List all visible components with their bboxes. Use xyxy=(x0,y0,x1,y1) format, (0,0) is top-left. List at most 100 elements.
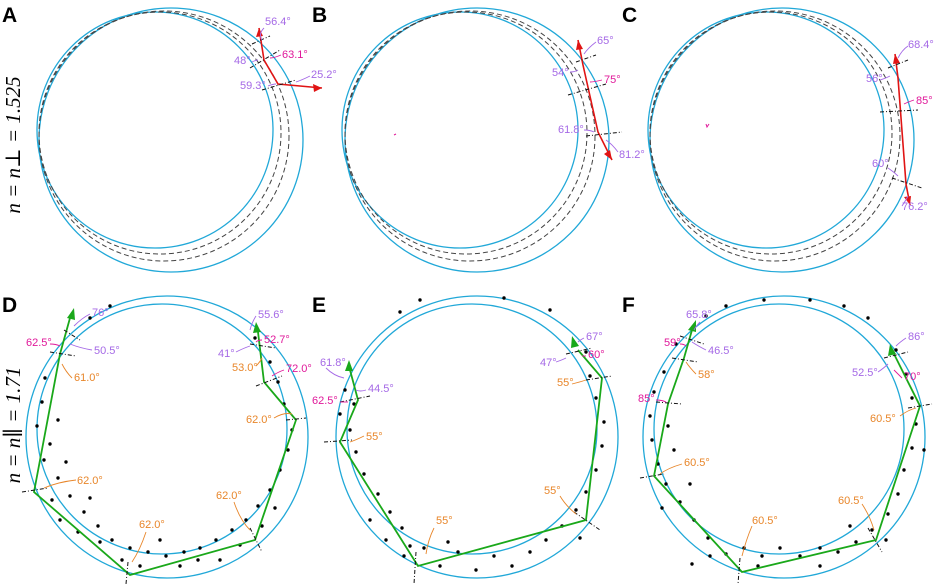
angle-label: 47° xyxy=(540,357,557,369)
angle-label: 50.5° xyxy=(94,345,120,357)
angle-label: 76.2° xyxy=(902,201,928,213)
outer-ring xyxy=(642,295,926,579)
outer-ring xyxy=(25,295,309,579)
normal-line xyxy=(671,357,699,363)
normal-line xyxy=(639,473,665,479)
panel-f: F 65.8° xyxy=(622,294,933,584)
normal-line xyxy=(887,59,909,69)
outer-ring xyxy=(344,7,610,273)
normal-line xyxy=(883,351,909,359)
ray-path xyxy=(33,317,298,576)
normal-line xyxy=(655,401,683,405)
inner-ring xyxy=(653,303,905,555)
ray-arrow xyxy=(67,308,75,320)
ray-arrow xyxy=(904,196,911,205)
panel-label-f: F xyxy=(622,294,635,317)
angle-label: 55° xyxy=(557,377,574,389)
dashed-ring xyxy=(344,11,588,255)
dashed-ring xyxy=(38,11,282,255)
normal-line xyxy=(125,561,129,584)
normal-line xyxy=(891,177,923,189)
panel-label-b: B xyxy=(312,4,327,27)
angle-label: 56° xyxy=(866,73,883,85)
normal-line xyxy=(49,351,77,357)
angle-label: 62.0° xyxy=(216,490,242,502)
inner-ring xyxy=(341,11,579,249)
ray-arrow xyxy=(253,322,261,333)
angle-label: 59° xyxy=(664,337,681,349)
panel-label-c: C xyxy=(622,4,637,27)
angle-label: 81.2° xyxy=(619,149,645,161)
ray-arrow xyxy=(576,40,583,50)
angle-label: 53.0° xyxy=(232,362,258,374)
ray-path xyxy=(653,329,921,573)
angle-label: 62.5° xyxy=(26,337,52,349)
outer-ring xyxy=(38,7,304,273)
ray-arrow xyxy=(571,336,579,348)
angle-label: 61.8° xyxy=(558,124,584,136)
angle-label: 68.4° xyxy=(908,39,934,51)
angle-label: 59.3° xyxy=(240,80,266,92)
panel-e: E 67° 47° 60° 55° xyxy=(312,294,619,584)
angle-label: 60° xyxy=(872,158,889,170)
angle-label: 46.5° xyxy=(708,345,734,357)
normal-line xyxy=(251,35,271,45)
angle-label: 44.5° xyxy=(368,383,394,395)
ray-arrow xyxy=(313,84,322,92)
dots xyxy=(648,298,926,568)
inner-ring xyxy=(647,11,885,249)
angle-label: 86° xyxy=(908,331,925,343)
angle-label: 76° xyxy=(92,307,109,319)
normal-line xyxy=(585,131,623,137)
normal-line xyxy=(679,335,705,345)
normal-line xyxy=(575,54,597,63)
angle-label: 52.5° xyxy=(852,367,878,379)
angle-label: 56.4° xyxy=(265,16,291,28)
angle-label: 75° xyxy=(604,74,621,86)
angle-label: 41° xyxy=(218,348,235,360)
angle-label: 67° xyxy=(586,331,603,343)
panel-label-d: D xyxy=(2,294,17,317)
normal-line xyxy=(339,395,371,403)
angle-label: 60.5° xyxy=(684,457,710,469)
normal-line xyxy=(907,403,933,409)
ray-path xyxy=(338,349,603,568)
angle-label: 52.7° xyxy=(264,334,290,346)
angle-label: 25.2° xyxy=(311,69,337,81)
angle-label: 55° xyxy=(544,485,561,497)
panel-label-e: E xyxy=(312,294,326,317)
angle-label: 61.8° xyxy=(320,357,346,369)
normal-line xyxy=(585,375,613,381)
angle-label: 48° xyxy=(234,55,251,67)
normal-line xyxy=(413,551,417,584)
ray-arrow xyxy=(256,28,263,37)
angle-label: 60.5° xyxy=(752,515,778,527)
angle-label: 58° xyxy=(698,369,715,381)
angle-label: 65.8° xyxy=(686,309,712,321)
inner-ring xyxy=(36,303,288,555)
angle-label: 63.1° xyxy=(282,49,308,61)
angle-label: 55° xyxy=(436,515,453,527)
normal-line xyxy=(21,487,49,493)
ray-arrow xyxy=(893,54,900,64)
row-label-bottom-text: n = n∥ = 1.71 xyxy=(1,367,25,484)
inner-ring xyxy=(346,303,598,555)
panel-a: A 56.4° 63.1° 48° 25.2° 59.3° xyxy=(2,4,337,273)
angle-label: 55° xyxy=(366,431,383,443)
angle-label: 62.5° xyxy=(312,395,338,407)
panel-b: B 65° 54° 75° 61.8° 81.2° xyxy=(312,4,645,273)
panel-label-a: A xyxy=(2,4,17,27)
ray-arrow xyxy=(604,150,612,160)
angle-label: 85° xyxy=(916,95,933,107)
angle-label: 62.0° xyxy=(77,475,103,487)
row-label-top-text: n = n⊥ = 1.525 xyxy=(1,76,25,213)
angle-label: 72.0° xyxy=(286,363,312,375)
normal-line xyxy=(573,511,601,531)
angle-label: 70° xyxy=(904,371,921,383)
ray-path xyxy=(258,27,323,89)
outer-ring xyxy=(335,295,619,579)
inner-ring xyxy=(36,11,274,249)
dots xyxy=(35,304,294,568)
outer-ring xyxy=(649,7,915,273)
ray-path xyxy=(577,39,613,161)
